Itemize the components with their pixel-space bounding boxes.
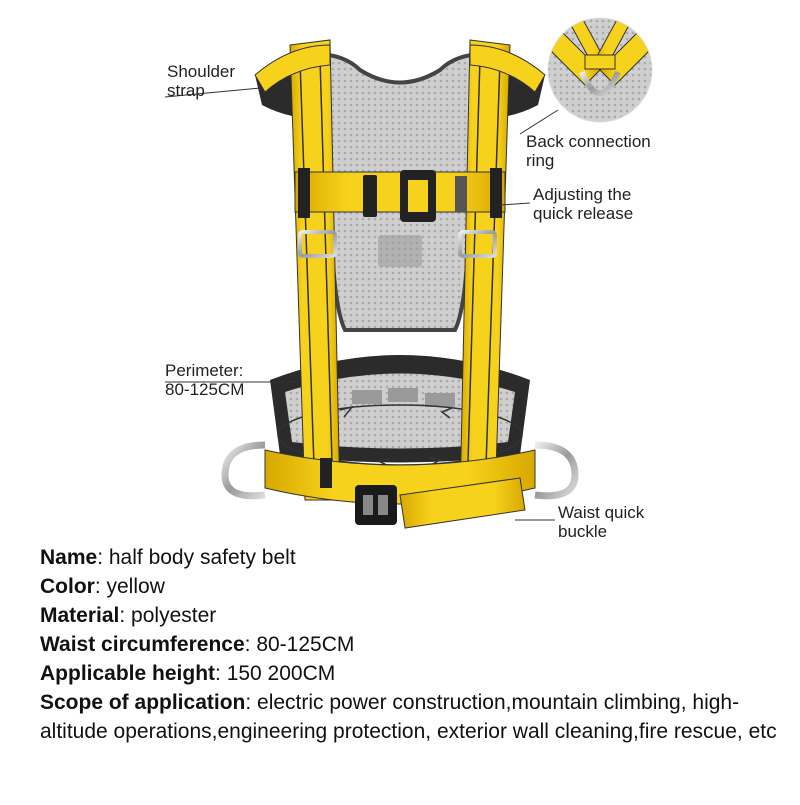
callout-line: Back connection [526, 132, 651, 151]
spec-value: yellow [106, 575, 165, 598]
spec-label: Scope of application [40, 691, 246, 714]
spec-material: Material: polyester [40, 604, 217, 627]
spec-value: 80-125CM [256, 633, 355, 656]
callout-adjusting: Adjusting the quick release [533, 185, 633, 223]
callout-line: strap [167, 81, 205, 100]
spec-label: Material [40, 604, 120, 627]
spec-label: Waist circumference [40, 633, 245, 656]
spec-value: half body safety belt [108, 546, 296, 569]
callout-line: buckle [558, 522, 608, 541]
callout-perimeter: Perimeter: 80-125CM [165, 361, 244, 399]
callout-line: quick release [533, 204, 634, 223]
spec-name: Name: half body safety belt [40, 546, 296, 569]
side-d-rings [221, 441, 579, 500]
callout-line: Waist quick [558, 503, 645, 522]
strap-adjusters [298, 230, 497, 258]
callout-line: Adjusting the [533, 185, 632, 204]
spec-waist: Waist circumference: 80-125CM [40, 633, 355, 656]
callout-line: Perimeter: [165, 361, 244, 380]
spec-label: Applicable height [40, 662, 216, 685]
spec-value: polyester [131, 604, 217, 627]
spec-scope: Scope of application: electric power con… [40, 691, 777, 743]
callout-line: 80-125CM [165, 380, 245, 399]
spec-label: Name [40, 546, 98, 569]
callout-back-ring: Back connection ring [526, 132, 651, 170]
waist-belt [264, 449, 536, 529]
callout-line: ring [526, 151, 555, 170]
spec-height: Applicable height: 150 200CM [40, 662, 336, 685]
spec-label: Color [40, 575, 95, 598]
callout-lines [164, 87, 559, 521]
callout-waist-buckle: Waist quick buckle [558, 503, 644, 541]
callout-line: Shoulder [167, 62, 236, 81]
waist-buckle [355, 485, 397, 525]
spec-value: 150 200CM [226, 662, 336, 685]
callout-shoulder-strap: Shoulder strap [167, 62, 235, 100]
spec-color: Color: yellow [40, 575, 165, 598]
spec-value: electric power construction,mountain cli… [40, 691, 777, 743]
back-ring-inset [547, 17, 653, 123]
chest-strap [294, 168, 506, 222]
shoulder-straps [254, 39, 546, 501]
